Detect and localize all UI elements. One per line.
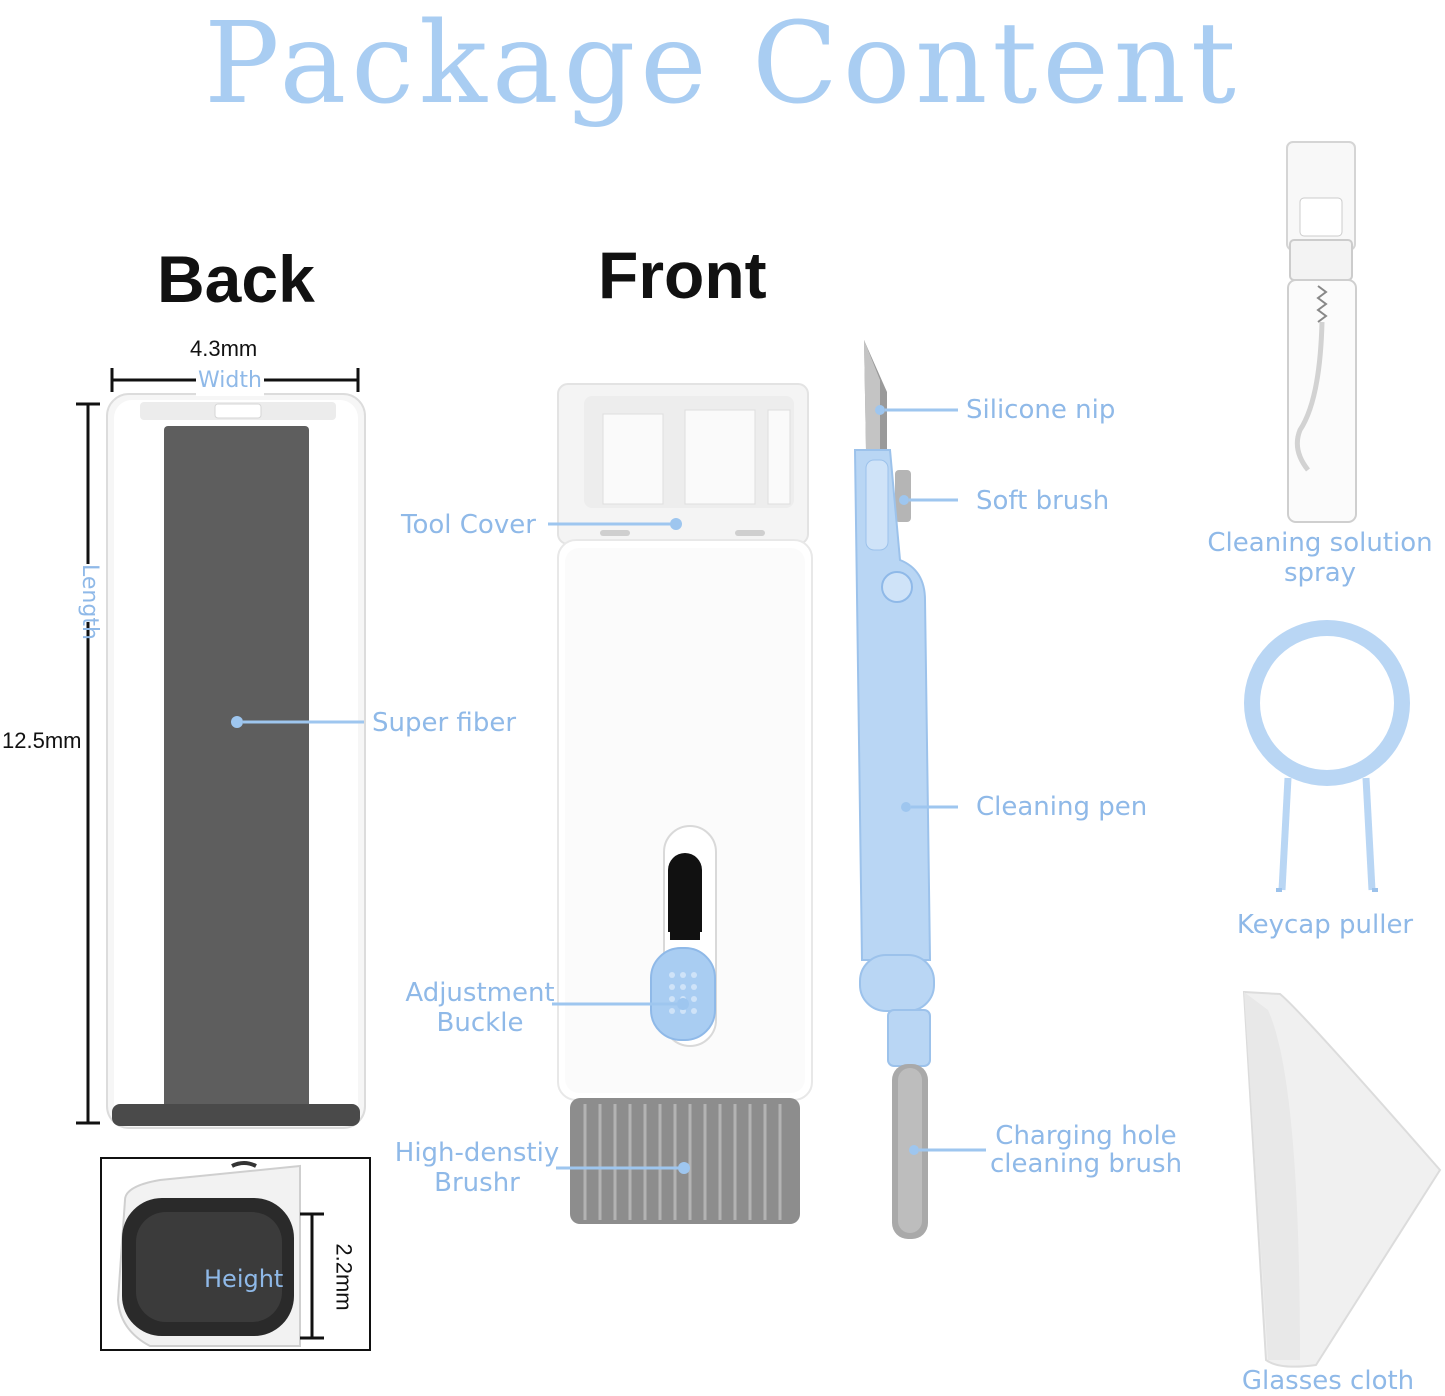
- tool-cover-label: Tool Cover: [401, 510, 536, 540]
- adjustment-label-line1: Adjustment: [405, 978, 555, 1008]
- height-detail-inset: [100, 1157, 371, 1351]
- super-fiber-label: Super fiber: [372, 708, 517, 738]
- front-case-illustration: [548, 383, 813, 1224]
- keycap-puller-label: Keycap puller: [1236, 910, 1414, 940]
- charging-label-line2: cleaning brush: [989, 1149, 1183, 1179]
- spray-label-line1: Cleaning solution: [1207, 528, 1433, 558]
- glasses-cloth-illustration: [1242, 990, 1442, 1368]
- silicone-nip-label: Silicone nip: [966, 395, 1116, 425]
- adjustment-label-line2: Buckle: [436, 1008, 524, 1038]
- adjustment-buckle-label: Adjustment Buckle: [400, 978, 560, 1038]
- length-value: 12.5mm: [0, 728, 84, 754]
- soft-brush-label: Soft brush: [976, 486, 1110, 516]
- spray-label-line2: spray: [1283, 558, 1357, 588]
- brush-label-line2: Brushr: [434, 1168, 520, 1198]
- brush-label: High-denstiy Brushr: [392, 1138, 562, 1198]
- keycap-puller-illustration: [1244, 620, 1410, 892]
- charging-brush-label: Charging hole cleaning brush: [986, 1122, 1186, 1178]
- height-label: Height: [204, 1265, 284, 1293]
- width-label: Width: [196, 366, 264, 396]
- back-heading: Back: [157, 242, 315, 316]
- height-value: 2.2mm: [330, 1241, 357, 1313]
- page-title: Package Content: [204, 0, 1241, 129]
- back-case-illustration: [76, 368, 366, 1129]
- charging-label-line1: Charging hole: [995, 1121, 1177, 1151]
- length-label: Length: [74, 564, 104, 640]
- cleaning-pen-label: Cleaning pen: [976, 792, 1148, 822]
- glasses-cloth-label: Glasses cloth: [1241, 1366, 1415, 1396]
- spray-bottle-illustration: [1286, 141, 1357, 523]
- front-heading: Front: [598, 238, 767, 312]
- width-value: 4.3mm: [190, 336, 258, 361]
- cleaning-pen-illustration: [853, 340, 986, 1239]
- brush-label-line1: High-denstiy: [394, 1138, 560, 1168]
- spray-label: Cleaning solution spray: [1200, 528, 1440, 588]
